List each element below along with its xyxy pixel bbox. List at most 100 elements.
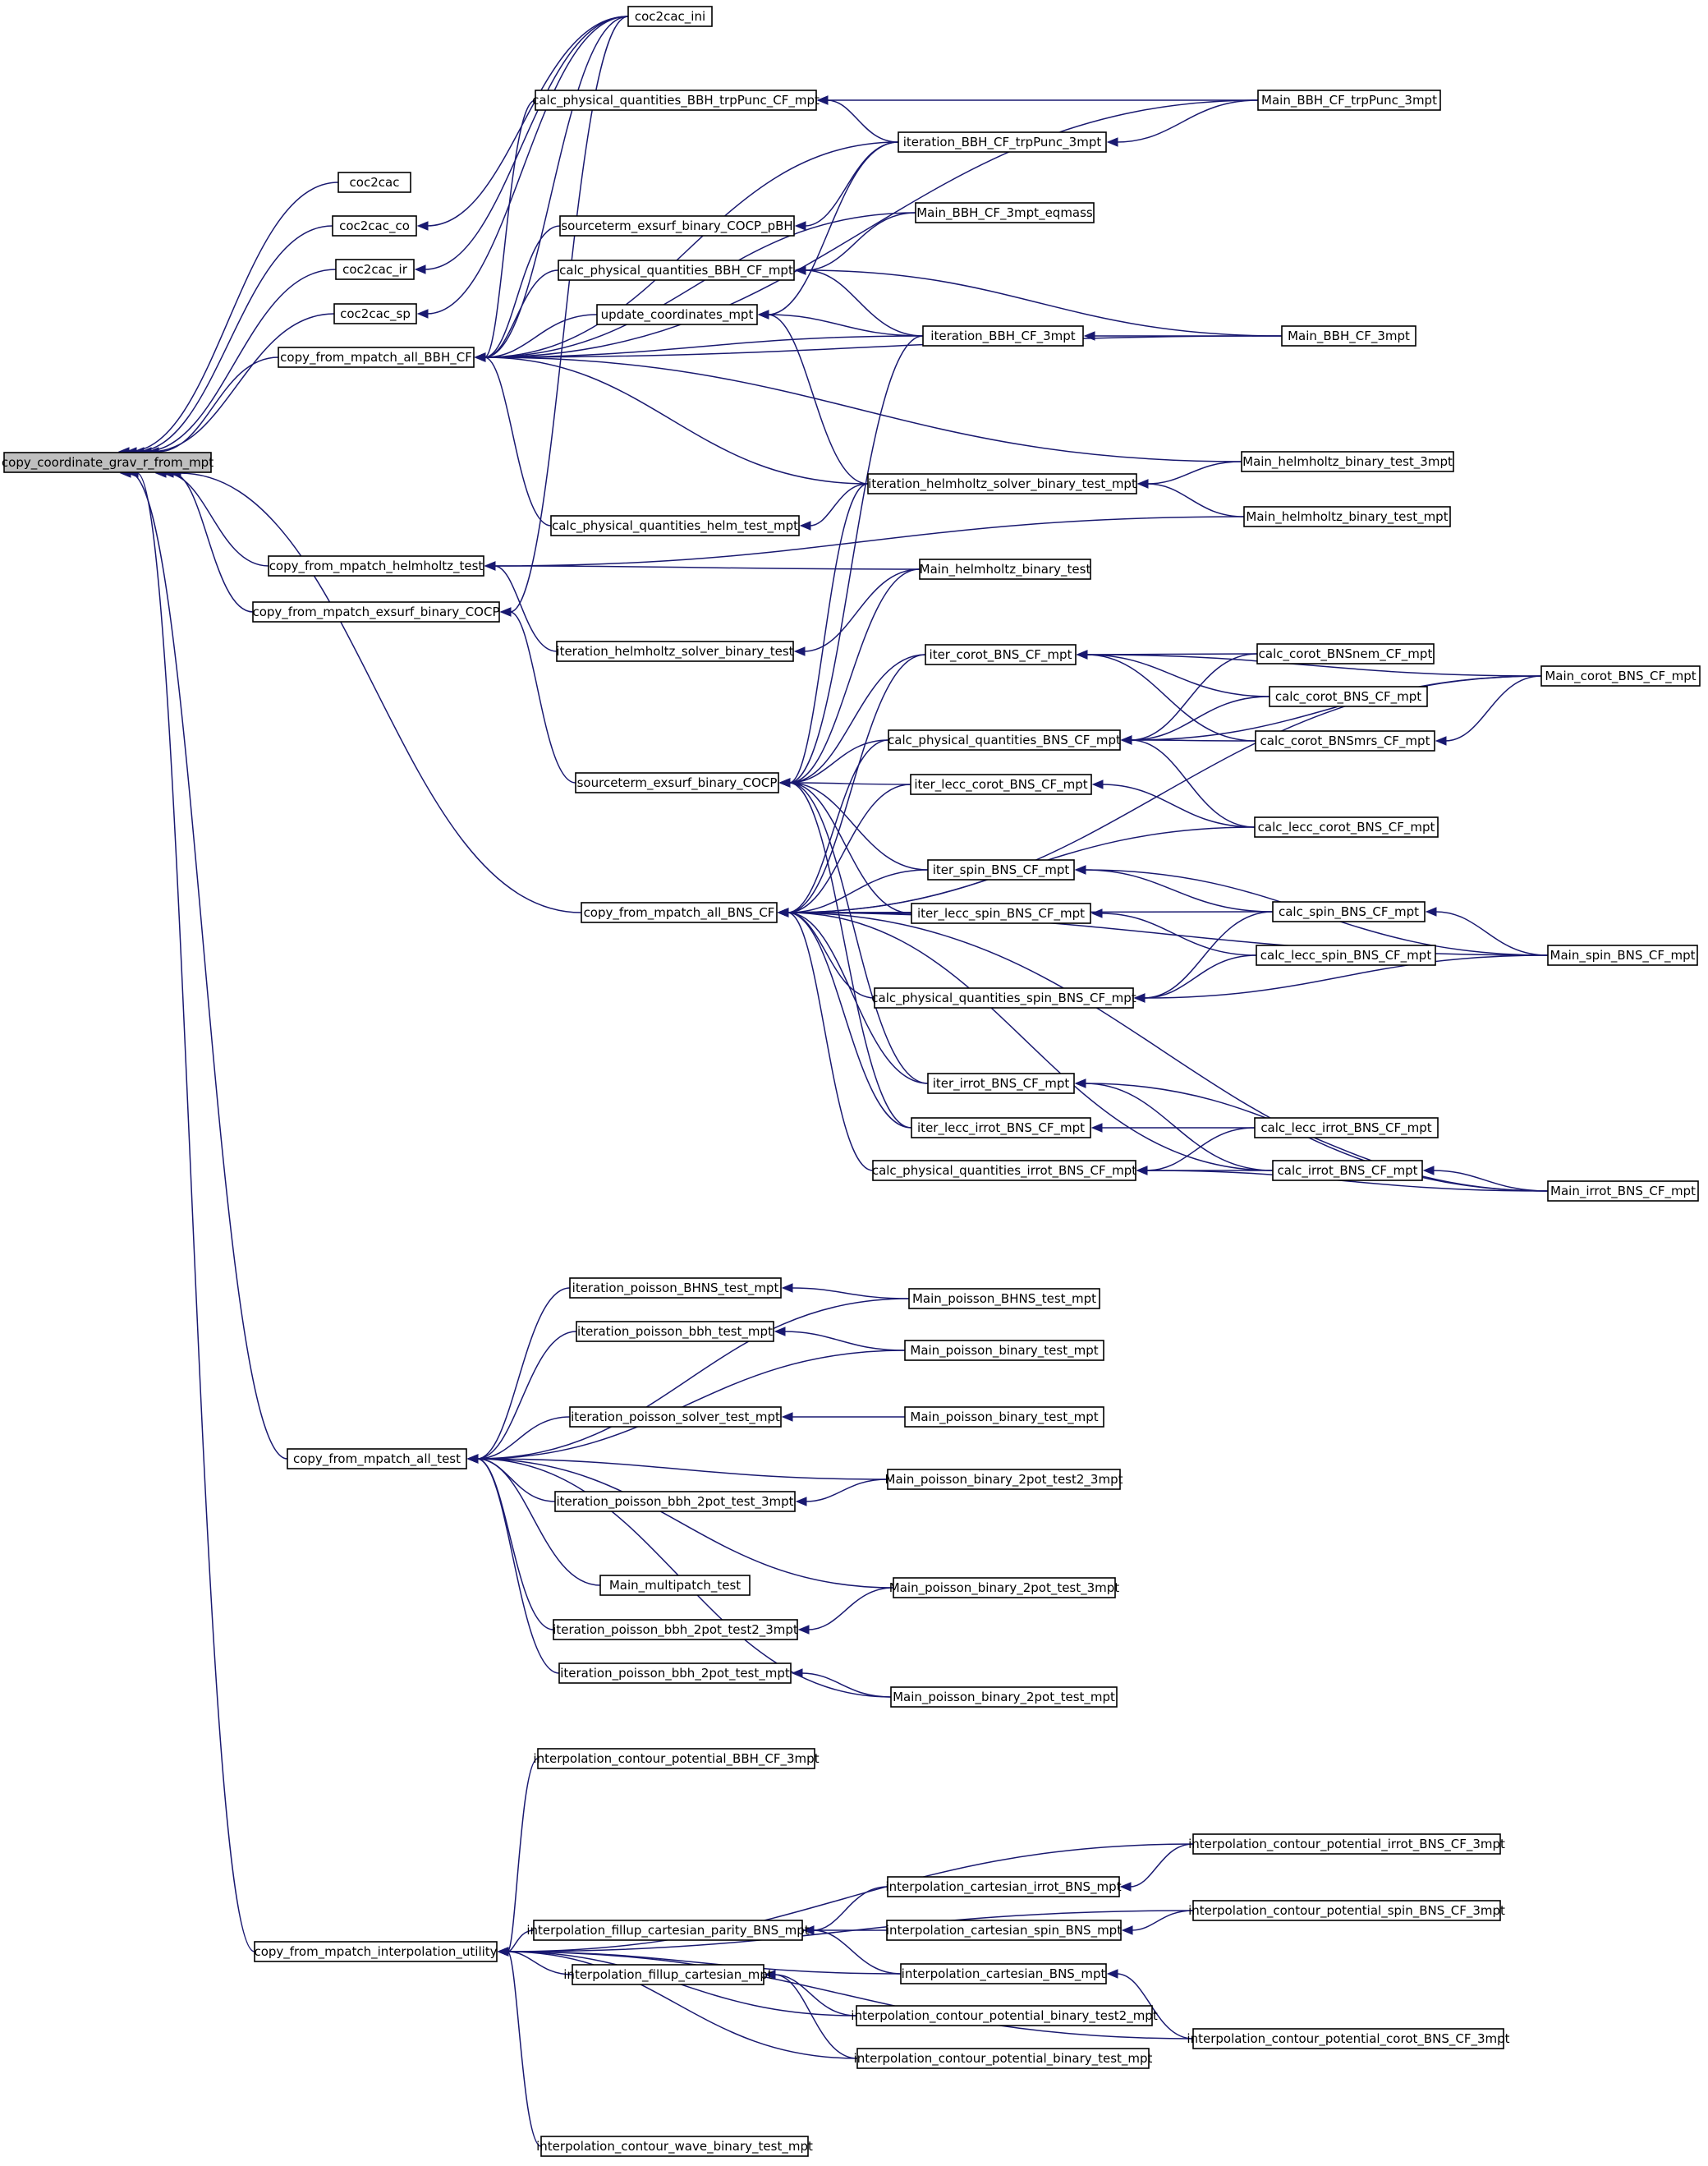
edge-path bbox=[1432, 1170, 1549, 1192]
node-st-pbh[interactable]: sourceterm_exsurf_binary_COCP_pBH bbox=[559, 215, 795, 237]
node-label: Main_irrot_BNS_CF_mpt bbox=[1550, 1184, 1696, 1199]
node-ic-bns[interactable]: interpolation_cartesian_BNS_mpt bbox=[900, 1963, 1107, 1984]
node-box bbox=[332, 215, 417, 237]
edge-path bbox=[787, 912, 912, 1129]
node-cpq-helm[interactable]: calc_physical_quantities_helm_test_mpt bbox=[550, 515, 800, 536]
node-ifc[interactable]: interpolation_fillup_cartesian_mpt bbox=[563, 1964, 773, 1985]
node-calc-lecc-corot[interactable]: calc_lecc_corot_BNS_CF_mpt bbox=[1254, 816, 1439, 838]
node-iter-corot[interactable]: iter_corot_BNS_CF_mpt bbox=[925, 644, 1077, 665]
node-coc2cac-co[interactable]: coc2cac_co bbox=[332, 215, 417, 237]
node-box bbox=[252, 601, 500, 623]
node-box bbox=[919, 559, 1091, 580]
node-iter-lecc-corot[interactable]: iter_lecc_corot_BNS_CF_mpt bbox=[910, 774, 1092, 795]
node-ic-spin[interactable]: interpolation_cartesian_spin_BNS_mpt bbox=[886, 1920, 1122, 1941]
node-iter-helm-mpt[interactable]: iteration_helmholtz_solver_binary_test_m… bbox=[867, 473, 1137, 494]
node-iter-bbh-3[interactable]: iteration_BBH_CF_3mpt bbox=[922, 325, 1084, 347]
node-cpq-bbh-trp[interactable]: calc_physical_quantities_BBH_trpPunc_CF_… bbox=[532, 90, 820, 111]
node-mp-2pot-3[interactable]: Main_poisson_binary_2pot_test_3mpt bbox=[889, 1577, 1120, 1598]
node-coc2cac-ir[interactable]: coc2cac_ir bbox=[335, 259, 415, 280]
node-cpq-spin[interactable]: calc_physical_quantities_spin_BNS_CF_mpt bbox=[871, 987, 1136, 1009]
node-calc-corot-nem[interactable]: calc_corot_BNSnem_CF_mpt bbox=[1256, 643, 1435, 665]
node-main-bbh-3[interactable]: Main_BBH_CF_3mpt bbox=[1281, 325, 1416, 347]
node-cfm-exsurf[interactable]: copy_from_mpatch_exsurf_binary_COCP bbox=[252, 601, 500, 623]
node-main-bbh-eq[interactable]: Main_BBH_CF_3mpt_eqmass bbox=[915, 202, 1095, 223]
node-main-irrot[interactable]: Main_irrot_BNS_CF_mpt bbox=[1547, 1180, 1699, 1202]
node-cfm-interp[interactable]: copy_from_mpatch_interpolation_utility bbox=[254, 1941, 498, 1962]
node-main-helm-mpt[interactable]: Main_helmholtz_binary_test_mpt bbox=[1243, 506, 1451, 527]
call-edge bbox=[797, 1587, 894, 1635]
node-st-cocp[interactable]: sourceterm_exsurf_binary_COCP bbox=[575, 772, 779, 793]
node-calc-corot-mrs[interactable]: calc_corot_BNSmrs_CF_mpt bbox=[1255, 730, 1435, 752]
call-edge bbox=[757, 310, 869, 485]
node-box bbox=[1256, 945, 1436, 966]
node-root[interactable]: copy_coordinate_grav_r_from_mpt bbox=[2, 452, 214, 473]
node-icp-corot[interactable]: interpolation_contour_potential_corot_BN… bbox=[1187, 2028, 1510, 2049]
node-icw[interactable]: interpolation_contour_wave_binary_test_m… bbox=[536, 2136, 813, 2157]
node-main-corot[interactable]: Main_corot_BNS_CF_mpt bbox=[1540, 665, 1701, 687]
node-label: interpolation_contour_potential_spin_BNS… bbox=[1188, 1903, 1505, 1919]
call-edge bbox=[802, 1886, 888, 1935]
node-mp-bin-a[interactable]: Main_poisson_binary_test_mpt bbox=[904, 1340, 1104, 1361]
node-cpq-irrot[interactable]: calc_physical_quantities_irrot_BNS_CF_mp… bbox=[872, 1160, 1136, 1181]
node-cfm-helm[interactable]: copy_from_mpatch_helmholtz_test bbox=[268, 555, 484, 577]
node-main-helm-bin[interactable]: Main_helmholtz_binary_test bbox=[919, 559, 1091, 580]
node-calc-irrot[interactable]: calc_irrot_BNS_CF_mpt bbox=[1272, 1160, 1423, 1181]
node-main-spin[interactable]: Main_spin_BNS_CF_mpt bbox=[1547, 945, 1698, 966]
node-main-multi[interactable]: Main_multipatch_test bbox=[599, 1575, 751, 1596]
node-calc-lecc-irrot[interactable]: calc_lecc_irrot_BNS_CF_mpt bbox=[1254, 1117, 1439, 1138]
node-iter-helm[interactable]: iteration_helmholtz_solver_binary_test bbox=[556, 641, 794, 662]
node-main-bbh-trp[interactable]: Main_BBH_CF_trpPunc_3mpt bbox=[1257, 90, 1441, 111]
node-iter-bbh-trp[interactable]: iteration_BBH_CF_trpPunc_3mpt bbox=[898, 131, 1107, 153]
node-ip-2pot-3[interactable]: iteration_poisson_bbh_2pot_test_3mpt bbox=[554, 1491, 796, 1512]
node-icp-irrot[interactable]: interpolation_contour_potential_irrot_BN… bbox=[1188, 1833, 1505, 1855]
node-ip-solver[interactable]: iteration_poisson_solver_test_mpt bbox=[569, 1406, 782, 1428]
call-edge bbox=[1133, 954, 1257, 1003]
node-main-helm-3[interactable]: Main_helmholtz_binary_test_3mpt bbox=[1241, 451, 1454, 472]
node-iter-irrot[interactable]: iter_irrot_BNS_CF_mpt bbox=[927, 1073, 1075, 1094]
node-label: coc2cac_ir bbox=[342, 262, 408, 278]
call-edge bbox=[794, 265, 1283, 337]
node-cfm-test[interactable]: copy_from_mpatch_all_test bbox=[287, 1448, 467, 1469]
node-mp-bhns[interactable]: Main_poisson_BHNS_test_mpt bbox=[908, 1288, 1100, 1309]
node-cpq-bbh[interactable]: calc_physical_quantities_BBH_CF_mpt bbox=[558, 260, 795, 281]
arrowhead bbox=[795, 1497, 807, 1506]
node-coc2cac[interactable]: coc2cac bbox=[337, 172, 411, 193]
arrowhead bbox=[1120, 735, 1132, 745]
node-iter-lecc-irrot[interactable]: iter_lecc_irrot_BNS_CF_mpt bbox=[911, 1117, 1091, 1138]
call-edge bbox=[474, 225, 561, 362]
node-icp-spin[interactable]: interpolation_contour_potential_spin_BNS… bbox=[1188, 1900, 1505, 1921]
node-iter-lecc-spin[interactable]: iter_lecc_spin_BNS_CF_mpt bbox=[911, 903, 1091, 924]
node-cfm-bns[interactable]: copy_from_mpatch_all_BNS_CF bbox=[581, 902, 778, 923]
edge-path bbox=[812, 1929, 902, 1975]
node-mp-2pot-t2[interactable]: Main_poisson_binary_2pot_test2_3mpt bbox=[885, 1469, 1123, 1490]
node-icp-bt[interactable]: interpolation_contour_potential_binary_t… bbox=[854, 2048, 1153, 2069]
node-calc-lecc-spin[interactable]: calc_lecc_spin_BNS_CF_mpt bbox=[1256, 945, 1436, 966]
node-coc2cac-sp[interactable]: coc2cac_sp bbox=[333, 303, 417, 324]
node-cpq-bns[interactable]: calc_physical_quantities_BNS_CF_mpt bbox=[888, 729, 1121, 751]
node-ip-2pot[interactable]: iteration_poisson_bbh_2pot_test_mpt bbox=[558, 1662, 792, 1684]
node-mp-bin-b[interactable]: Main_poisson_binary_test_mpt bbox=[904, 1406, 1104, 1428]
node-ip-2pot-t2[interactable]: iteration_poisson_bbh_2pot_test2_3mpt bbox=[553, 1619, 798, 1640]
node-calc-corot[interactable]: calc_corot_BNS_CF_mpt bbox=[1269, 686, 1428, 707]
node-cfm-bbh[interactable]: copy_from_mpatch_all_BBH_CF bbox=[278, 347, 475, 368]
node-icp-bt2[interactable]: interpolation_contour_potential_binary_t… bbox=[851, 2005, 1158, 2026]
node-calc-spin[interactable]: calc_spin_BNS_CF_mpt bbox=[1272, 901, 1426, 922]
call-edge bbox=[799, 483, 869, 531]
arrowhead bbox=[816, 95, 829, 105]
node-coc2cac-ini[interactable]: coc2cac_ini bbox=[627, 6, 713, 27]
node-ip-bhns[interactable]: iteration_poisson_BHNS_test_mpt bbox=[569, 1277, 782, 1299]
node-label: interpolation_cartesian_irrot_BNS_mpt bbox=[885, 1879, 1121, 1895]
arrowhead bbox=[781, 1283, 793, 1293]
node-label: interpolation_fillup_cartesian_mpt bbox=[563, 1967, 773, 1983]
node-update-coords[interactable]: update_coordinates_mpt bbox=[596, 304, 758, 325]
node-icp-bbh[interactable]: interpolation_contour_potential_BBH_CF_3… bbox=[533, 1748, 820, 1769]
node-iter-spin[interactable]: iter_spin_BNS_CF_mpt bbox=[927, 859, 1075, 881]
call-edge bbox=[816, 95, 899, 143]
node-ip-bbh[interactable]: iteration_poisson_bbh_test_mpt bbox=[576, 1321, 774, 1342]
node-ic-irrot[interactable]: interpolation_cartesian_irrot_BNS_mpt bbox=[885, 1876, 1122, 1897]
call-edge bbox=[497, 1947, 1194, 2040]
node-box bbox=[576, 1321, 774, 1342]
node-ifc-parity[interactable]: interpolation_fillup_cartesian_parity_BN… bbox=[526, 1920, 810, 1941]
node-mp-2pot[interactable]: Main_poisson_binary_2pot_test_mpt bbox=[890, 1686, 1118, 1708]
